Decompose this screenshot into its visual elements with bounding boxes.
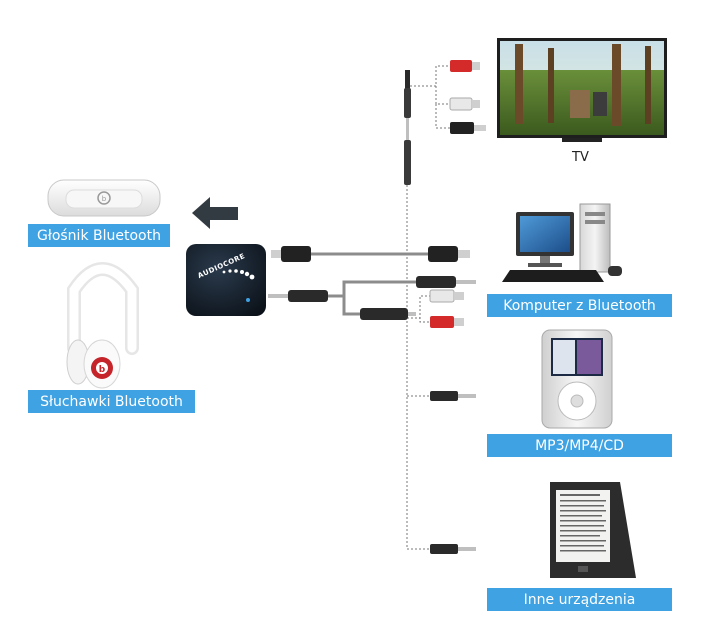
minijack-y-cable	[268, 276, 476, 320]
mp3-player-icon	[541, 329, 613, 429]
svg-text:b: b	[102, 195, 107, 203]
mp3-jack	[430, 391, 476, 401]
rca-connectors	[429, 289, 464, 328]
tv-connectors	[449, 60, 486, 134]
transmitter-device	[186, 244, 266, 316]
mp3-label: MP3/MP4/CD	[487, 434, 672, 457]
speaker-icon: b	[47, 179, 161, 217]
other-devices-label: Inne urządzenia	[487, 588, 672, 611]
headphones-label: Słuchawki Bluetooth	[28, 390, 195, 413]
optical-cable	[271, 246, 470, 262]
arrow-left-icon	[192, 197, 238, 229]
headphones-icon: b	[66, 262, 139, 389]
tv-icon	[497, 38, 667, 142]
other-devices-jack	[430, 544, 476, 554]
vertical-minijack-cable	[404, 70, 411, 185]
tv-label: TV	[572, 150, 589, 165]
speaker-label: Głośnik Bluetooth	[28, 224, 170, 247]
computer-label: Komputer z Bluetooth	[487, 294, 672, 317]
dotted-connection-lines	[406, 65, 450, 550]
ebook-reader-icon	[550, 482, 636, 578]
svg-text:b: b	[99, 365, 106, 375]
computer-icon	[502, 203, 622, 282]
